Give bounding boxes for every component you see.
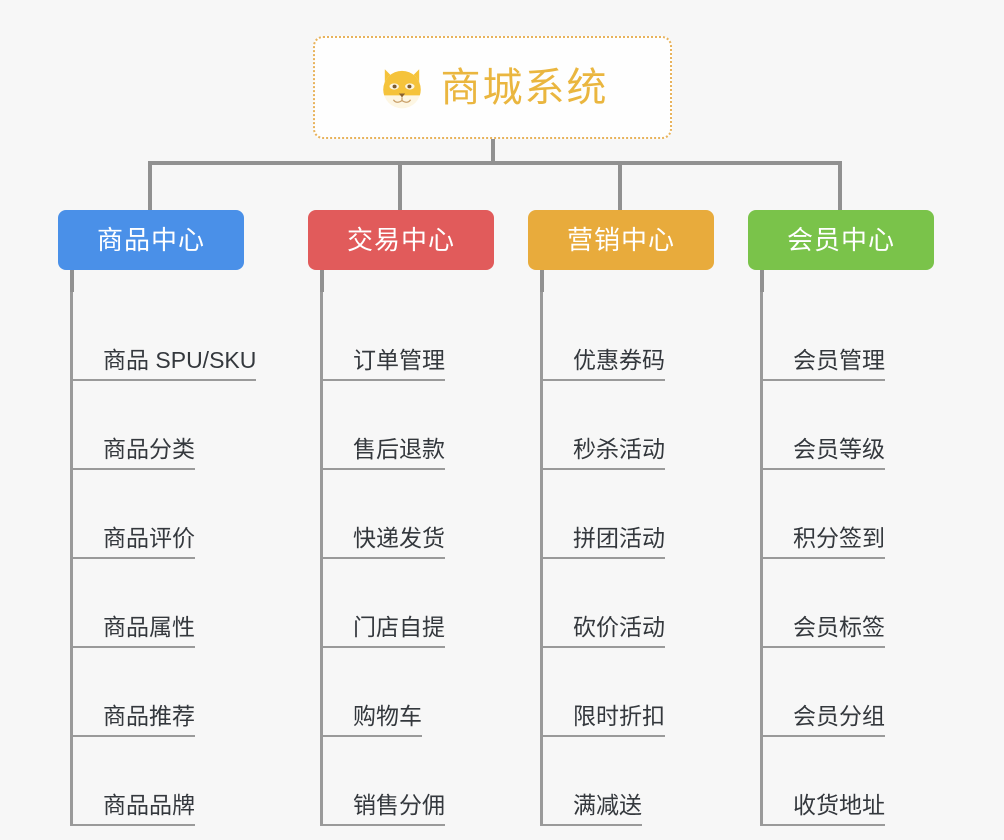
list-item-label: 商品属性	[73, 616, 195, 648]
list-item[interactable]: 快递发货	[323, 470, 494, 559]
branch-column-1: 商品中心 商品 SPU/SKU 商品分类 商品评价 商品属性 商品推荐 商品品牌	[58, 210, 257, 826]
branch-column-2: 交易中心 订单管理 售后退款 快递发货 门店自提 购物车 销售分佣	[308, 210, 494, 826]
connector-drop-1	[148, 161, 152, 210]
list-item-label: 会员标签	[763, 616, 885, 648]
branch-items-3: 优惠券码 秒杀活动 拼团活动 砍价活动 限时折扣 满减送	[540, 292, 714, 826]
branch-items-1: 商品 SPU/SKU 商品分类 商品评价 商品属性 商品推荐 商品品牌	[70, 292, 257, 826]
connector-drop-3	[618, 161, 622, 210]
list-item[interactable]: 会员等级	[763, 381, 934, 470]
list-item[interactable]: 会员管理	[763, 292, 934, 381]
connector-stub-3	[540, 270, 544, 292]
list-item-label: 售后退款	[323, 438, 445, 470]
list-item-label: 砍价活动	[543, 616, 665, 648]
list-item-label: 商品评价	[73, 527, 195, 559]
connector-stub-1	[70, 270, 74, 292]
root-node[interactable]: 商城系统	[313, 36, 672, 139]
list-item[interactable]: 商品 SPU/SKU	[72, 292, 257, 381]
connector-stub-2	[320, 270, 324, 292]
branch-header-2[interactable]: 交易中心	[308, 210, 494, 270]
list-item[interactable]: 销售分佣	[323, 737, 494, 826]
list-item[interactable]: 会员分组	[763, 648, 934, 737]
list-item[interactable]: 门店自提	[323, 559, 494, 648]
list-item-label: 拼团活动	[543, 527, 665, 559]
list-item-label: 优惠券码	[543, 349, 665, 381]
list-item[interactable]: 秒杀活动	[543, 381, 714, 470]
list-item-label: 门店自提	[323, 616, 445, 648]
connector-horizontal-bus	[148, 161, 842, 165]
branch-items-4: 会员管理 会员等级 积分签到 会员标签 会员分组 收货地址	[760, 292, 934, 826]
list-item[interactable]: 商品评价	[73, 470, 256, 559]
list-item-label: 销售分佣	[323, 794, 445, 826]
list-item[interactable]: 售后退款	[323, 381, 494, 470]
branch-items-2: 订单管理 售后退款 快递发货 门店自提 购物车 销售分佣	[320, 292, 494, 826]
list-item-label: 会员管理	[763, 349, 885, 381]
list-item[interactable]: 拼团活动	[543, 470, 714, 559]
list-item-label: 秒杀活动	[543, 438, 665, 470]
list-item[interactable]: 收货地址	[763, 737, 934, 826]
list-item-label: 商品品牌	[73, 794, 195, 826]
list-item[interactable]: 砍价活动	[543, 559, 714, 648]
list-item-label: 商品推荐	[73, 705, 195, 737]
branch-column-4: 会员中心 会员管理 会员等级 积分签到 会员标签 会员分组 收货地址	[748, 210, 934, 826]
connector-drop-4	[838, 161, 842, 210]
list-item-label: 快递发货	[323, 527, 445, 559]
list-item-label: 限时折扣	[543, 705, 665, 737]
list-item[interactable]: 订单管理	[323, 292, 494, 381]
branch-column-3: 营销中心 优惠券码 秒杀活动 拼团活动 砍价活动 限时折扣 满减送	[528, 210, 714, 826]
list-item[interactable]: 限时折扣	[543, 648, 714, 737]
list-item-label: 购物车	[323, 705, 422, 737]
list-item[interactable]: 商品分类	[73, 381, 256, 470]
list-item[interactable]: 积分签到	[763, 470, 934, 559]
connector-drop-2	[398, 161, 402, 210]
root-title: 商城系统	[440, 65, 609, 110]
branch-header-3[interactable]: 营销中心	[528, 210, 714, 270]
connector-root-stem	[491, 139, 495, 164]
connector-stub-4	[760, 270, 764, 292]
list-item[interactable]: 商品品牌	[73, 737, 256, 826]
list-item[interactable]: 会员标签	[763, 559, 934, 648]
list-item-label: 会员分组	[763, 705, 885, 737]
list-item-label: 收货地址	[763, 794, 885, 826]
list-item-label: 商品分类	[73, 438, 195, 470]
list-item-label: 会员等级	[763, 438, 885, 470]
list-item[interactable]: 商品推荐	[73, 648, 256, 737]
list-item-label: 满减送	[543, 794, 642, 826]
list-item-label: 积分签到	[763, 527, 885, 559]
list-item[interactable]: 优惠券码	[543, 292, 714, 381]
list-item[interactable]: 满减送	[543, 737, 714, 826]
list-item[interactable]: 商品属性	[73, 559, 256, 648]
list-item-label: 商品 SPU/SKU	[72, 349, 257, 381]
list-item-label: 订单管理	[323, 349, 445, 381]
branch-header-4[interactable]: 会员中心	[748, 210, 934, 270]
branch-header-1[interactable]: 商品中心	[58, 210, 244, 270]
list-item[interactable]: 购物车	[323, 648, 494, 737]
dog-face-icon	[382, 68, 421, 108]
